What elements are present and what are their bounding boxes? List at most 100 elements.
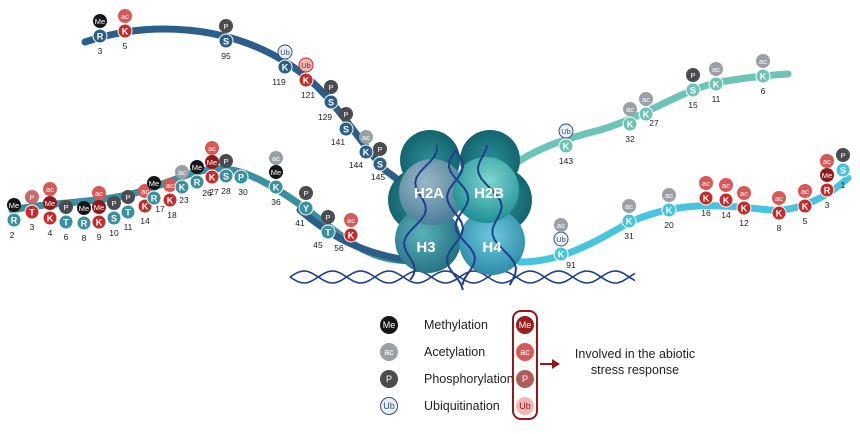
mod-Me-icon (43, 196, 57, 210)
nucleosome-core: H2A H2B H3 H4 (388, 130, 532, 291)
mod-ac-icon (772, 191, 786, 205)
mod-P-icon (121, 190, 135, 204)
mod-label: ac (823, 157, 831, 166)
residue-h3-R26 (189, 174, 205, 190)
residue-number: 27 (209, 187, 219, 197)
residue-number: 36 (271, 197, 281, 207)
residue-letter: K (760, 72, 767, 82)
residue-number: 31 (624, 231, 634, 241)
mod-ac-icon (43, 182, 57, 196)
residue-letter: K (741, 204, 748, 214)
residue-letter: K (348, 231, 355, 241)
mod-label: ac (141, 187, 149, 196)
mod-ac-icon (699, 176, 713, 190)
residue-number: 8 (82, 233, 87, 243)
mod-Me-icon (93, 14, 107, 28)
residue-letter: K (627, 120, 634, 130)
residue-letter: Y (303, 204, 309, 214)
mod-P-icon (836, 148, 850, 162)
residue-letter: K (179, 183, 186, 193)
residue-h3-T6 (58, 214, 74, 230)
mod-label: ac (775, 194, 783, 203)
dna-strand (289, 270, 636, 284)
residue-h2b-K32 (622, 116, 638, 132)
legend-ubiquitination: Ub Ubiquitination (380, 395, 500, 417)
residue-number: 119 (272, 77, 286, 87)
residue-number: 16 (701, 208, 711, 218)
mod-ac-icon (175, 165, 189, 179)
stress-phospho-icon: P (516, 370, 534, 388)
residue-h4-K5 (797, 198, 813, 214)
residue-number: 6 (761, 86, 766, 96)
residue-h3-R17 (146, 190, 162, 206)
residue-number: 32 (625, 134, 635, 144)
residue-number: 1 (841, 180, 846, 190)
mod-Ub-icon (558, 123, 574, 139)
residue-letter: K (167, 196, 174, 206)
residue-number: 10 (109, 228, 119, 238)
dna-double-helix (289, 270, 636, 284)
residue-number: 15 (688, 100, 698, 110)
h3-label: H3 (416, 239, 435, 256)
residue-letter: K (776, 209, 783, 219)
residue-h3-R2 (6, 212, 22, 228)
mod-label: ac (166, 181, 174, 190)
residue-number: 26 (202, 188, 212, 198)
residue-letter: R (824, 186, 831, 196)
mod-label: Ub (561, 127, 571, 136)
residue-h2b-K27 (638, 106, 654, 122)
residue-letter: S (690, 86, 696, 96)
residue-number: 5 (123, 41, 128, 51)
residue-h4-K12 (736, 200, 752, 216)
mod-label: Me (9, 201, 19, 210)
residue-h3-S10 (106, 210, 122, 226)
mod-Me-icon (190, 160, 204, 174)
residue-h3-S28 (218, 168, 234, 184)
residue-h3-K18 (162, 192, 178, 208)
residue-h3-K23 (174, 179, 190, 195)
h4-label: H4 (482, 239, 502, 256)
residue-letter: K (142, 202, 149, 212)
acetyl-icon: ac (380, 343, 398, 361)
residue-h2a-K5 (117, 23, 133, 39)
residue-number: 129 (318, 112, 332, 122)
residue-letter: K (96, 218, 103, 228)
residue-number: 95 (221, 51, 231, 61)
mod-ac-icon (344, 213, 358, 227)
ubiquitin-icon: Ub (380, 397, 398, 415)
residue-number: 121 (301, 90, 315, 100)
mod-label: ac (625, 202, 633, 211)
mod-label: ac (95, 189, 103, 198)
mod-ac-icon (269, 151, 283, 165)
mod-Me-icon (77, 201, 91, 215)
mod-Ub-icon (298, 57, 314, 73)
mod-label: Me (149, 179, 159, 188)
legend-methylation: Me Methylation (380, 314, 488, 336)
residue-number: 11 (124, 222, 133, 232)
residue-number: 23 (179, 195, 189, 205)
residue-h2b-K143 (558, 138, 574, 154)
mod-Me-icon (7, 198, 21, 212)
mod-label: P (63, 203, 68, 212)
mod-ac-icon (709, 62, 723, 76)
residue-h4-R3 (819, 182, 835, 198)
residue-number: 20 (664, 220, 674, 230)
residue-letter: K (802, 202, 809, 212)
mod-P-icon (107, 196, 121, 210)
wrapped-dna (402, 144, 439, 281)
mod-label: Me (207, 158, 217, 167)
residue-letter: K (47, 214, 54, 224)
mod-label: ac (362, 133, 370, 142)
residue-h3-Y41 (298, 200, 314, 216)
residue-h3-T45 (320, 224, 336, 240)
residue-number: 11 (712, 94, 721, 104)
mod-Me-icon (820, 168, 834, 182)
mod-label: Me (271, 168, 281, 177)
mod-label: Me (95, 17, 105, 26)
mod-P-icon (59, 200, 73, 214)
mod-ac-icon (662, 188, 676, 202)
mod-Me-icon (147, 176, 161, 190)
wrapped-dna (476, 144, 518, 286)
mod-label: P (328, 83, 333, 92)
residue-number: 30 (238, 187, 248, 197)
